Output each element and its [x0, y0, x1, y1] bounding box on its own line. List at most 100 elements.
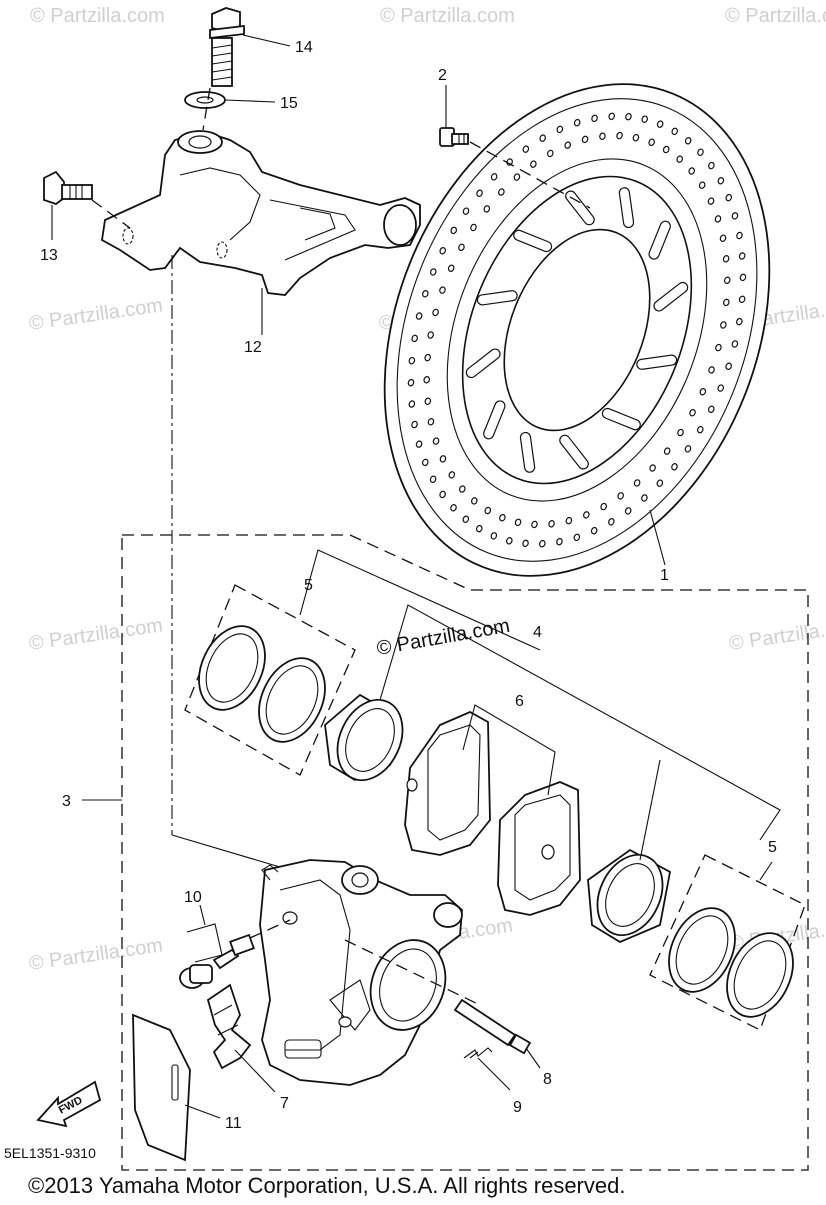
disc-drill-hole — [698, 181, 706, 189]
pad-shim[interactable] — [132, 1013, 191, 1162]
dust-seal-right[interactable] — [714, 922, 806, 1027]
disc-drill-hole — [462, 207, 470, 215]
disc-drill-hole — [450, 504, 457, 512]
disc-drill-hole — [424, 353, 431, 362]
callout-5a: 5 — [304, 577, 313, 594]
caliper-assembly-frame — [121, 534, 809, 1171]
disc-drill-hole — [439, 455, 447, 463]
watermark-text: © Partzilla.com — [28, 294, 165, 335]
disc-drill-hole — [475, 524, 483, 533]
disc-drill-hole — [427, 418, 435, 426]
disc-drill-hole — [522, 539, 529, 548]
callout-3: 3 — [62, 793, 71, 810]
disc-cooling-slot — [636, 354, 678, 370]
callout-13: 13 — [40, 247, 58, 264]
disc-drill-hole — [688, 167, 696, 175]
caliper-piston-left[interactable] — [324, 689, 415, 790]
bleed-screw[interactable] — [212, 919, 291, 970]
disc-drill-hole — [548, 520, 555, 528]
disc-drill-hole — [539, 134, 546, 142]
disc-drill-hole — [707, 197, 715, 205]
disc-drill-hole — [699, 388, 707, 396]
disc-cooling-slot — [519, 431, 536, 473]
callout-5b: 5 — [768, 839, 777, 856]
disc-drill-hole — [633, 479, 641, 487]
watermark-text: © Partzilla.com — [30, 5, 165, 27]
bracket-bolt-14[interactable] — [209, 7, 245, 87]
disc-drill-hole — [714, 215, 722, 223]
brake-pad-left[interactable] — [404, 710, 491, 856]
disc-drill-hole — [506, 537, 513, 545]
center-line — [344, 939, 481, 1006]
piston-seal-right[interactable] — [656, 897, 748, 1002]
disc-drill-hole — [684, 445, 692, 453]
disc-drill-hole — [591, 114, 598, 123]
caliper-bracket[interactable] — [101, 130, 421, 296]
disc-drill-hole — [738, 252, 746, 260]
seal-kit-frame — [184, 584, 356, 776]
watermark-text: © Partzilla.com — [728, 614, 826, 655]
disc-cooling-slot — [565, 190, 595, 226]
caliper-piston-right[interactable] — [585, 844, 675, 945]
disc-drill-hole — [722, 255, 730, 263]
pad-spring[interactable] — [206, 983, 252, 1070]
dust-seal[interactable] — [246, 647, 338, 752]
disc-drill-hole — [641, 115, 648, 123]
disc-drill-hole — [424, 397, 432, 405]
disc-bolt[interactable] — [439, 127, 469, 147]
disc-drill-hole — [415, 312, 423, 320]
disc-holes — [407, 112, 747, 548]
disc-drill-hole — [415, 440, 423, 448]
leader-line — [649, 509, 666, 566]
disc-drill-hole — [736, 231, 743, 240]
callout-7: 7 — [280, 1095, 289, 1112]
disc-drill-hole — [573, 533, 581, 542]
leader-line — [224, 99, 276, 103]
disc-drill-hole — [599, 132, 606, 140]
watermark-text: © Partzilla.com — [725, 5, 826, 27]
watermark-text: © Partzilla.com — [380, 5, 515, 27]
brake-pad-right[interactable] — [497, 781, 581, 916]
disc-drill-hole — [725, 193, 733, 202]
pad-pin-clip[interactable] — [463, 1047, 493, 1059]
callout-14: 14 — [295, 39, 313, 56]
leader-line — [759, 861, 773, 881]
leader-line — [462, 704, 556, 796]
disc-drill-hole — [423, 376, 431, 384]
callout-4: 4 — [533, 624, 542, 641]
disc-drill-hole — [408, 400, 416, 408]
disc-drill-hole — [717, 384, 725, 392]
callout-12: 12 — [244, 339, 262, 356]
washer[interactable] — [184, 91, 226, 109]
disc-drill-hole — [470, 223, 477, 232]
center-line — [171, 834, 291, 871]
disc-drill-hole — [689, 408, 696, 417]
disc-drill-hole — [739, 273, 747, 282]
disc-drill-hole — [738, 295, 746, 304]
disc-drill-hole — [684, 137, 692, 145]
bleed-screw-cap[interactable] — [179, 964, 213, 989]
disc-drill-hole — [458, 485, 466, 493]
disc-drill-hole — [573, 118, 581, 127]
brake-disc[interactable] — [315, 26, 826, 634]
caliper-body[interactable] — [259, 859, 463, 1086]
leader-line — [184, 1104, 221, 1119]
disc-cooling-slot — [476, 290, 518, 306]
disc-drill-hole — [624, 507, 632, 515]
piston-seal[interactable] — [186, 615, 278, 720]
disc-drill-hole — [648, 138, 655, 147]
disc-drill-hole — [677, 428, 684, 437]
disc-drill-hole — [616, 131, 623, 140]
disc-drill-hole — [697, 148, 704, 156]
leader-line — [639, 759, 661, 861]
disc-drill-hole — [429, 475, 437, 483]
disc-drill-hole — [731, 212, 739, 220]
callout-2: 2 — [438, 67, 447, 84]
leader-line — [299, 549, 541, 651]
disc-drill-hole — [514, 518, 522, 527]
pad-pin[interactable] — [453, 998, 532, 1055]
disc-drill-hole — [590, 526, 598, 535]
bracket-bolt-13[interactable] — [43, 170, 93, 206]
disc-drill-hole — [490, 532, 498, 540]
